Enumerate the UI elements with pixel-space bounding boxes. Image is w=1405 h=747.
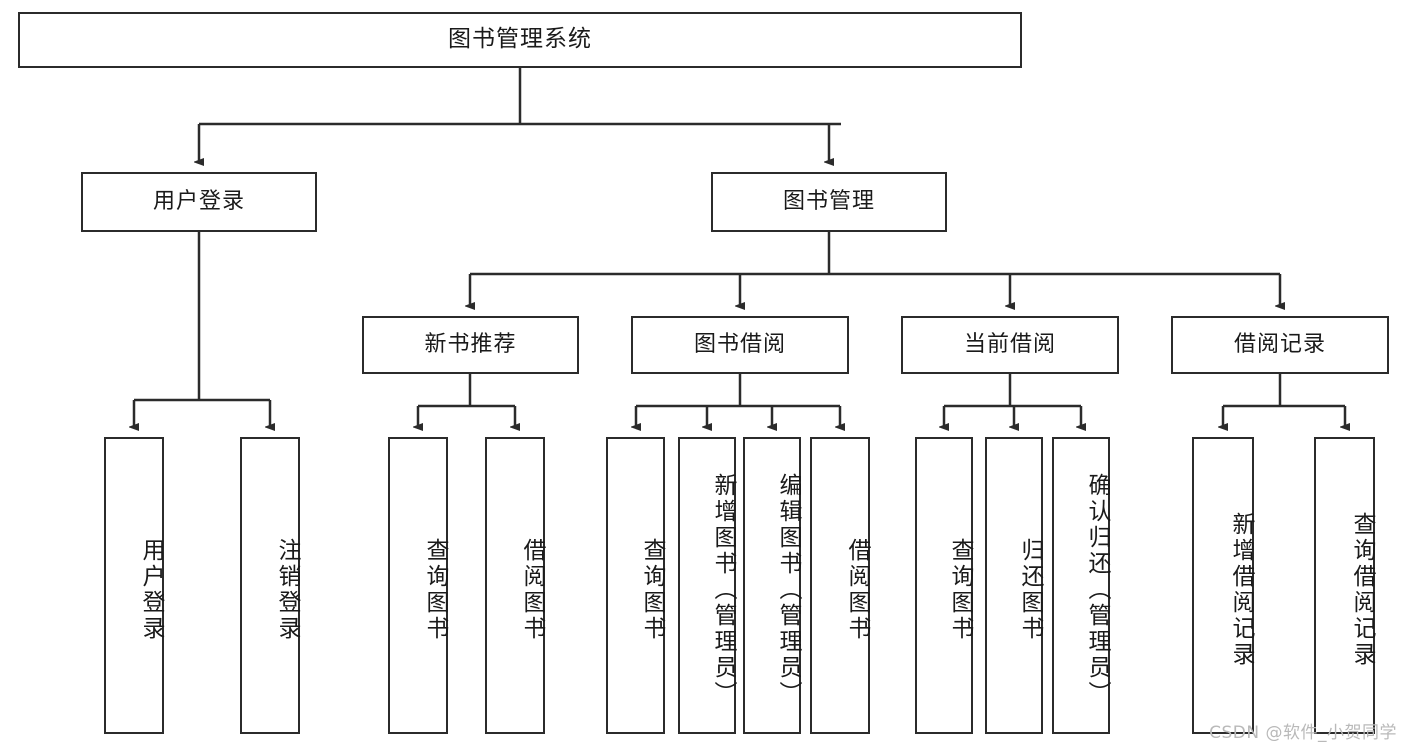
node-book-manage-label: 图书管理 xyxy=(782,188,875,214)
node-leaf-query-record-label: 查询借阅记录 xyxy=(1349,511,1375,668)
node-leaf-query-book-1[interactable]: 查询图书 xyxy=(388,437,448,734)
node-leaf-user-login-label: 用户登录 xyxy=(138,537,164,642)
node-leaf-add-record[interactable]: 新增借阅记录 xyxy=(1192,437,1254,734)
node-book-borrow-label: 图书借阅 xyxy=(693,331,786,357)
node-leaf-query-book-2[interactable]: 查询图书 xyxy=(606,437,665,734)
node-leaf-return-book[interactable]: 归还图书 xyxy=(985,437,1043,734)
node-user-login[interactable]: 用户登录 xyxy=(81,172,317,232)
node-leaf-query-book-2-label: 查询图书 xyxy=(639,537,665,642)
node-leaf-query-record[interactable]: 查询借阅记录 xyxy=(1314,437,1375,734)
node-leaf-query-book-3-label: 查询图书 xyxy=(947,537,973,642)
node-book-manage[interactable]: 图书管理 xyxy=(711,172,947,232)
node-leaf-add-book-label: 新增图书（管理员） xyxy=(710,472,736,707)
node-book-borrow[interactable]: 图书借阅 xyxy=(631,316,849,374)
node-leaf-user-login[interactable]: 用户登录 xyxy=(104,437,164,734)
node-leaf-return-book-label: 归还图书 xyxy=(1017,537,1043,642)
node-leaf-add-book[interactable]: 新增图书（管理员） xyxy=(678,437,736,734)
node-leaf-confirm-return[interactable]: 确认归还（管理员） xyxy=(1052,437,1110,734)
watermark: CSDN @软件_小贺同学 xyxy=(1209,723,1397,743)
node-root-label: 图书管理系统 xyxy=(448,26,592,53)
node-current-borrow[interactable]: 当前借阅 xyxy=(901,316,1119,374)
node-new-book-recommend-label: 新书推荐 xyxy=(424,331,517,357)
node-leaf-query-book-1-label: 查询图书 xyxy=(422,537,448,642)
node-user-login-label: 用户登录 xyxy=(152,188,245,214)
node-leaf-edit-book-label: 编辑图书（管理员） xyxy=(775,472,801,707)
node-borrow-record[interactable]: 借阅记录 xyxy=(1171,316,1389,374)
node-root[interactable]: 图书管理系统 xyxy=(18,12,1022,68)
node-leaf-borrow-book-1-label: 借阅图书 xyxy=(519,537,545,642)
node-leaf-edit-book[interactable]: 编辑图书（管理员） xyxy=(743,437,801,734)
node-leaf-borrow-book-1[interactable]: 借阅图书 xyxy=(485,437,545,734)
node-borrow-record-label: 借阅记录 xyxy=(1233,331,1326,357)
node-leaf-add-record-label: 新增借阅记录 xyxy=(1228,511,1254,668)
node-leaf-borrow-book-2[interactable]: 借阅图书 xyxy=(810,437,870,734)
node-leaf-confirm-return-label: 确认归还（管理员） xyxy=(1084,472,1110,707)
node-current-borrow-label: 当前借阅 xyxy=(963,331,1056,357)
node-leaf-borrow-book-2-label: 借阅图书 xyxy=(844,537,870,642)
node-leaf-logout[interactable]: 注销登录 xyxy=(240,437,300,734)
node-new-book-recommend[interactable]: 新书推荐 xyxy=(362,316,579,374)
node-leaf-query-book-3[interactable]: 查询图书 xyxy=(915,437,973,734)
node-leaf-logout-label: 注销登录 xyxy=(274,537,300,642)
